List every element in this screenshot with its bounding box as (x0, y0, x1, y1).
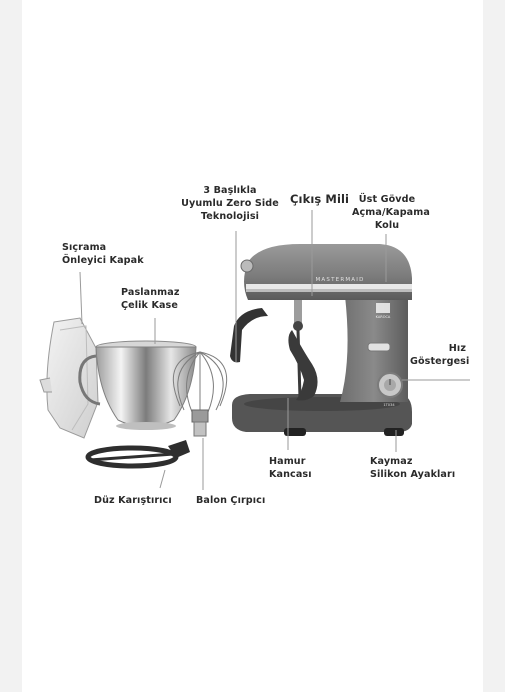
tilt-lever (367, 342, 391, 352)
steel-bowl (78, 340, 197, 430)
label-steel-bowl: Paslanmaz Çelik Kase (121, 287, 180, 311)
label-splash-guard: Sıçrama Önleyici Kapak (62, 242, 144, 266)
label-zero-side: 3 Başlıkla Uyumlu Zero Side Teknolojisi (181, 185, 279, 222)
badge-text: KAROCA (376, 315, 391, 319)
splash-guard (39, 317, 99, 439)
label-silicone-feet: Kaymaz Silikon Ayakları (370, 456, 456, 480)
foot-left (284, 428, 306, 436)
flat-beater (85, 440, 190, 469)
label-flat-beater: Düz Karıştırıcı (94, 495, 172, 506)
label-speed-indicator: Hız Göstergesi (410, 343, 470, 367)
label-balloon-whisk: Balon Çırpıcı (196, 495, 266, 506)
splash-shield-arm (230, 308, 268, 363)
model-text: 1T034 (383, 403, 395, 407)
label-output-shaft: Çıkış Mili (290, 192, 350, 206)
label-top-body: Üst Gövde Açma/Kapama Kolu (352, 194, 430, 231)
dough-hook (288, 330, 318, 401)
leader-lines (79, 210, 470, 490)
balloon-whisk (172, 351, 228, 437)
stand-mixer: MASTERMAID KAROCA 1T034 (230, 244, 412, 436)
label-dough-hook: Hamur Kancası (269, 456, 312, 480)
brand-text: MASTERMAID (315, 277, 364, 283)
foot-right (384, 428, 404, 436)
